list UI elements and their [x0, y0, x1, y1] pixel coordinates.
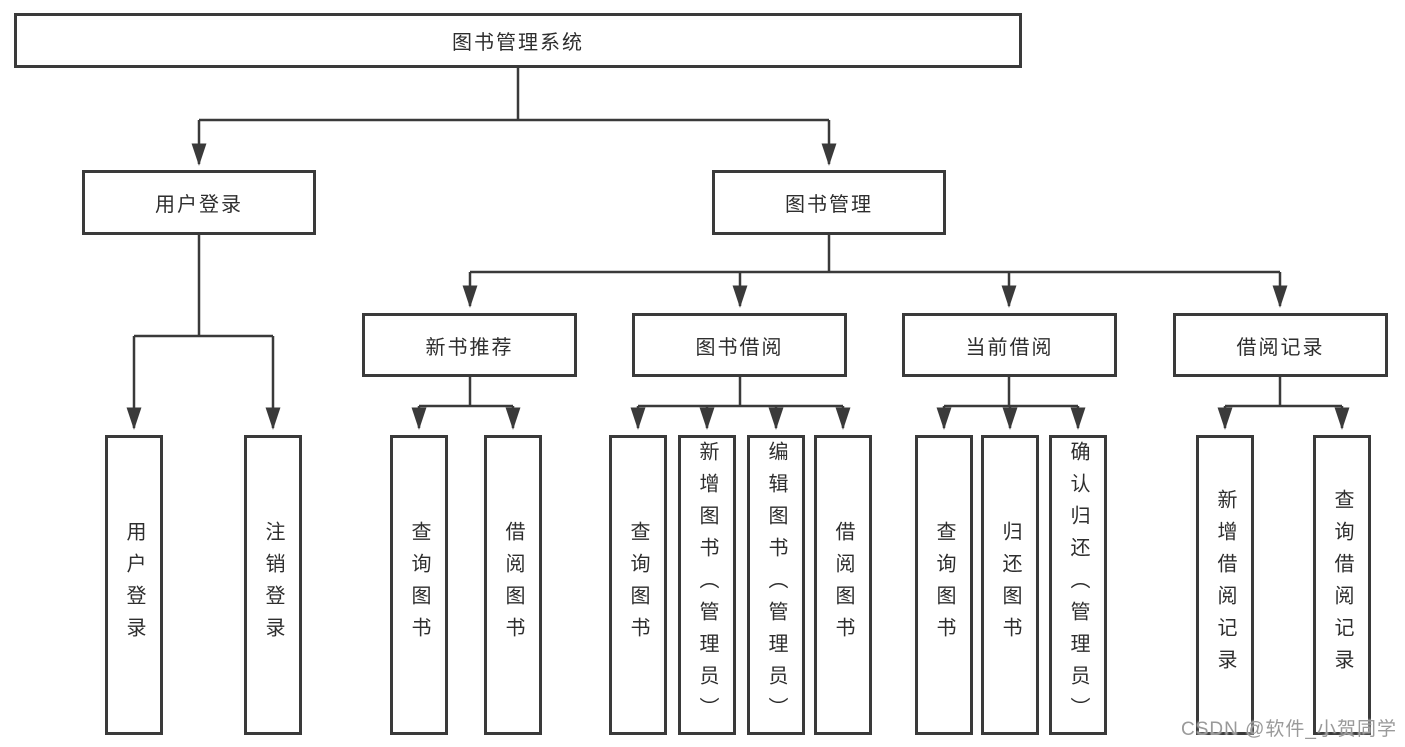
- leaf-label: 借阅图书: [832, 521, 854, 649]
- leaf-edit-books-admin: 编辑图书（管理员）: [747, 435, 805, 735]
- leaf-return-books: 归还图书: [981, 435, 1039, 735]
- leaf-borrow-books: 借阅图书: [814, 435, 872, 735]
- leaf-label: 查询图书: [408, 521, 430, 649]
- leaf-label: 用户登录: [123, 521, 145, 649]
- node-user-login: 用户登录: [82, 170, 316, 235]
- leaf-logout: 注销登录: [244, 435, 302, 735]
- leaf-user-login: 用户登录: [105, 435, 163, 735]
- node-book-borrow: 图书借阅: [632, 313, 847, 377]
- leaf-query-books-current: 查询图书: [915, 435, 973, 735]
- leaf-label: 查询图书: [933, 521, 955, 649]
- node-root: 图书管理系统: [14, 13, 1022, 68]
- leaf-label: 注销登录: [262, 521, 284, 649]
- leaf-label: 新增图书（管理员）: [696, 441, 718, 729]
- leaf-query-borrow-record: 查询借阅记录: [1313, 435, 1371, 735]
- node-current-borrow: 当前借阅: [902, 313, 1117, 377]
- leaf-label: 借阅图书: [502, 521, 524, 649]
- leaf-label: 编辑图书（管理员）: [765, 441, 787, 729]
- leaf-query-books-borrow: 查询图书: [609, 435, 667, 735]
- leaf-label: 确认归还（管理员）: [1067, 441, 1089, 729]
- leaf-label: 归还图书: [999, 521, 1021, 649]
- leaf-add-borrow-record: 新增借阅记录: [1196, 435, 1254, 735]
- leaf-label: 查询借阅记录: [1331, 489, 1353, 681]
- leaf-label: 新增借阅记录: [1214, 489, 1236, 681]
- leaf-label: 查询图书: [627, 521, 649, 649]
- csdn-watermark: CSDN @软件_小贺同学: [1181, 719, 1397, 740]
- leaf-confirm-return-admin: 确认归还（管理员）: [1049, 435, 1107, 735]
- leaf-borrow-books-recommend: 借阅图书: [484, 435, 542, 735]
- node-borrow-records: 借阅记录: [1173, 313, 1388, 377]
- node-new-book-recommend: 新书推荐: [362, 313, 577, 377]
- leaf-add-books-admin: 新增图书（管理员）: [678, 435, 736, 735]
- leaf-query-books-recommend: 查询图书: [390, 435, 448, 735]
- node-book-management: 图书管理: [712, 170, 946, 235]
